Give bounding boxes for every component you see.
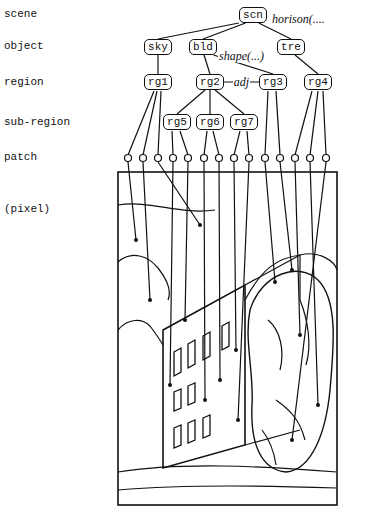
- tree-texture: [262, 300, 309, 465]
- relation-label: horison(....: [271, 13, 326, 26]
- node-box: rg4: [304, 74, 332, 90]
- connector: [158, 23, 239, 39]
- node-label: rg5: [167, 116, 187, 128]
- relation-label: shape(...): [218, 50, 265, 63]
- building-windows: [174, 322, 229, 448]
- hill-line: [118, 255, 169, 300]
- tree: [248, 271, 333, 472]
- hill-line: [118, 320, 163, 345]
- connector: [204, 55, 210, 74]
- patch-circles: [125, 155, 330, 162]
- node-box: rg3: [259, 74, 287, 90]
- building-side: [245, 255, 300, 445]
- level-label: (pixel): [4, 203, 50, 216]
- node-label: bld: [193, 41, 213, 53]
- node-box: sky: [144, 39, 172, 55]
- connector: [203, 23, 246, 39]
- node-label: rg4: [308, 76, 328, 88]
- node-box: scn: [239, 7, 267, 23]
- level-label: region: [4, 76, 44, 89]
- pixel-links: [128, 162, 326, 440]
- node-box: rg7: [230, 114, 258, 130]
- node-label: rg3: [263, 76, 283, 88]
- connector: [215, 90, 244, 114]
- connector: [295, 55, 318, 74]
- node-label: rg7: [234, 116, 254, 128]
- connector: [157, 55, 158, 74]
- building: [163, 285, 245, 468]
- level-label: object: [4, 40, 44, 53]
- node-label: sky: [148, 41, 168, 53]
- node-box: rg1: [144, 74, 172, 90]
- node-box: rg5: [163, 114, 191, 130]
- connector: [177, 90, 205, 114]
- node-label: rg2: [200, 76, 220, 88]
- level-label: patch: [4, 151, 37, 164]
- node-box: rg6: [196, 114, 224, 130]
- node-box: bld: [189, 39, 217, 55]
- node-box: rg2: [196, 74, 224, 90]
- patch-links: [128, 91, 326, 155]
- edge-label: adj: [233, 76, 250, 89]
- level-label: scene: [4, 8, 37, 21]
- node-label: tre: [281, 41, 301, 53]
- node-label: rg6: [200, 116, 220, 128]
- level-label: sub-region: [4, 116, 70, 129]
- node-label: rg1: [148, 76, 168, 88]
- node-box: tre: [277, 39, 305, 55]
- connector: [209, 90, 210, 114]
- node-label: scn: [243, 9, 263, 21]
- ground-line: [118, 466, 337, 490]
- pixel-dots: [134, 223, 320, 442]
